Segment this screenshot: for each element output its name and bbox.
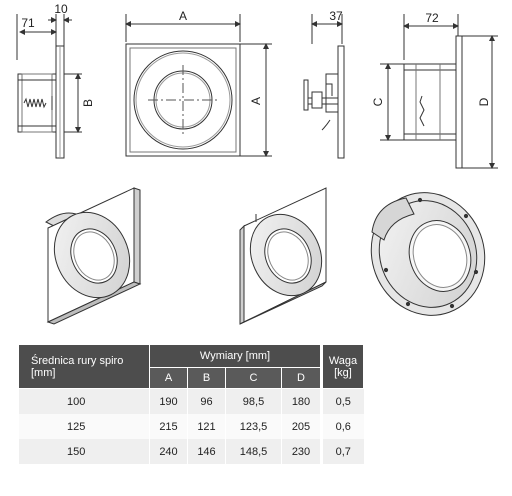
dim-71-label: 71 [21,16,35,30]
header-weight-line1: Waga [328,354,358,367]
header-weight-line2: [kg] [334,366,352,379]
cell-diameter: 150 [18,439,150,464]
cell-a: 240 [149,439,188,464]
header-col-b: B [187,367,226,389]
table-row: 150 240 146 148,5 230 0,7 [18,439,364,464]
table-row: 125 215 121 123,5 205 0,6 [18,414,364,439]
header-diameter-line1: Średnica rury spiro [31,354,124,367]
header-col-d: D [281,367,322,389]
cell-d: 180 [281,388,322,414]
side-view-drawing [16,14,82,159]
cell-c: 123,5 [225,414,282,439]
cell-c: 98,5 [225,388,282,414]
front-view-drawing [125,14,272,157]
cell-b: 121 [187,414,226,439]
cell-b: 96 [187,388,226,414]
header-diameter-line2: [mm] [31,366,56,379]
dim-c-label: C [371,97,385,106]
header-weight: Waga [kg] [320,344,364,389]
dim-72-label: 72 [425,11,439,25]
dim-10-label: 10 [54,2,68,16]
dim-d-label: D [477,97,491,106]
header-dimensions: Wymiary [mm] [149,344,322,368]
dim-a-top-label: A [179,9,187,23]
ring-side-drawing [380,14,498,169]
perspective-plate-left [45,187,142,325]
mount-side-drawing [303,14,345,159]
cell-b: 146 [187,439,226,464]
cell-d: 230 [281,439,322,464]
perspective-ring-right [370,192,486,316]
spec-table: Średnica rury spiro [mm] Wymiary [mm] Wa… [18,344,364,464]
cell-weight: 0,5 [320,388,364,414]
header-col-c: C [225,367,282,389]
cell-diameter: 100 [18,388,150,414]
cell-diameter: 125 [18,414,150,439]
table-row: 100 190 96 98,5 180 0,5 [18,388,364,414]
cell-weight: 0,7 [320,439,364,464]
cell-a: 190 [149,388,188,414]
cell-a: 215 [149,414,188,439]
header-col-a: A [149,367,188,389]
header-diameter: Średnica rury spiro [mm] [18,344,150,389]
dim-37-label: 37 [329,9,343,23]
dim-b-label: B [81,99,95,107]
cell-d: 205 [281,414,322,439]
cell-c: 148,5 [225,439,282,464]
dim-a-right-label: A [249,97,263,105]
perspective-plate-middle [239,187,327,325]
cell-weight: 0,6 [320,414,364,439]
technical-drawings: 71 10 B A A 37 [16,2,498,325]
